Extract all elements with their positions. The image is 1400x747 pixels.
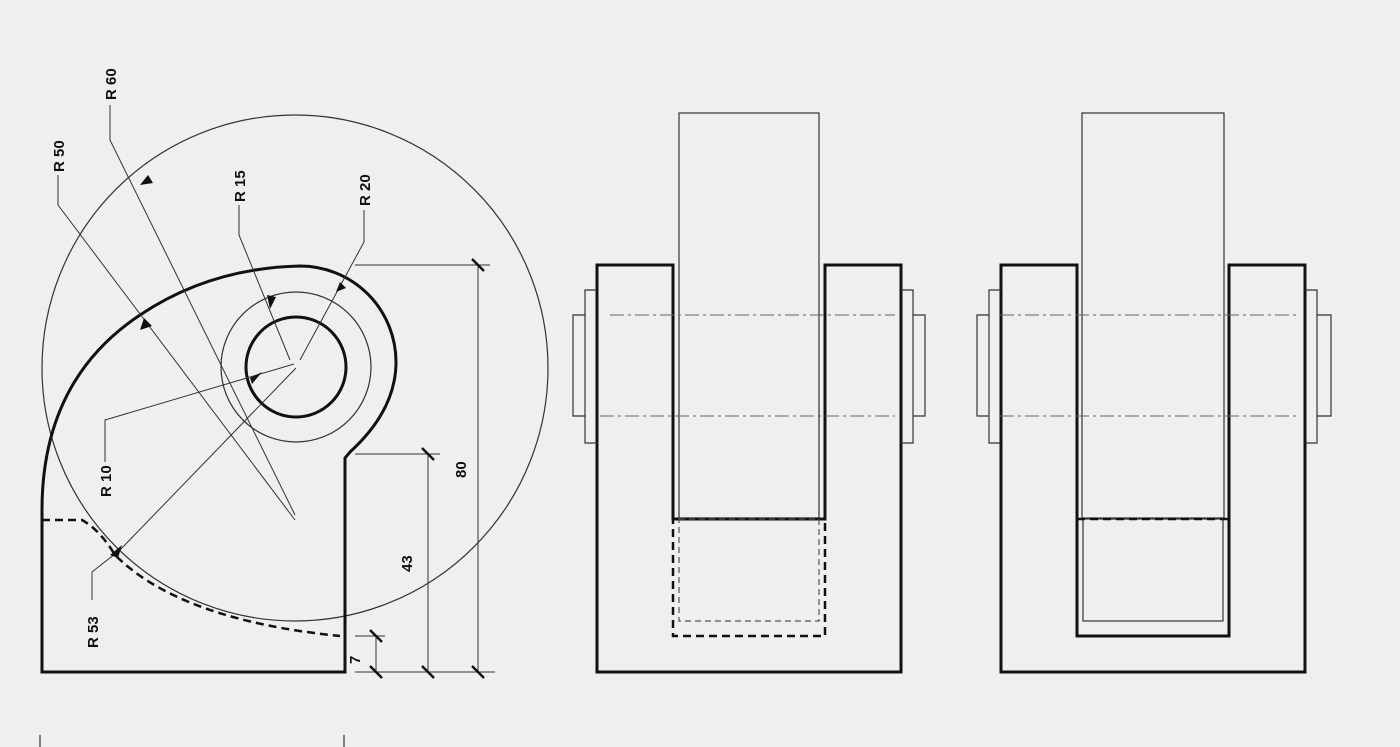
inner-block-2 — [1082, 518, 1224, 622]
r60-leader — [109, 105, 296, 516]
label-r15: R 15 — [232, 170, 249, 202]
outer-profile — [40, 264, 398, 674]
r10-hole — [244, 315, 348, 419]
label-7: 7 — [347, 656, 364, 664]
u-body-2 — [999, 263, 1307, 674]
r60-construction-circle — [41, 114, 549, 622]
u-body — [595, 263, 903, 674]
left-pin-inner — [572, 314, 585, 417]
hidden-recess — [671, 517, 827, 638]
r20-leader — [299, 210, 365, 361]
r53-leader — [91, 367, 297, 600]
label-r50: R 50 — [51, 140, 68, 172]
right-pin-outer-2 — [1305, 289, 1318, 444]
label-80: 80 — [453, 461, 470, 478]
hidden-block-bottom — [678, 518, 820, 622]
r15-leader — [238, 205, 291, 361]
r53-hidden-arc — [42, 518, 341, 638]
side-view-1 — [572, 112, 926, 674]
right-pin-inner-2 — [1317, 314, 1332, 417]
left-pin-outer — [584, 289, 597, 444]
label-r20: R 20 — [357, 174, 374, 206]
r15-circle — [220, 291, 372, 443]
r50-leader — [57, 175, 296, 521]
left-pin-inner-2 — [976, 314, 989, 417]
right-pin-inner — [913, 314, 926, 417]
right-pin-outer — [901, 289, 914, 444]
side-view-2 — [976, 112, 1332, 674]
front-view: R 60 R 50 R 15 R 20 R 10 R 53 80 43 7 — [40, 68, 549, 679]
label-r10: R 10 — [98, 465, 115, 497]
label-43: 43 — [399, 555, 416, 572]
r10-leader — [104, 363, 295, 462]
left-pin-outer-2 — [988, 289, 1001, 444]
label-r60: R 60 — [103, 68, 120, 100]
label-r53: R 53 — [85, 616, 102, 648]
